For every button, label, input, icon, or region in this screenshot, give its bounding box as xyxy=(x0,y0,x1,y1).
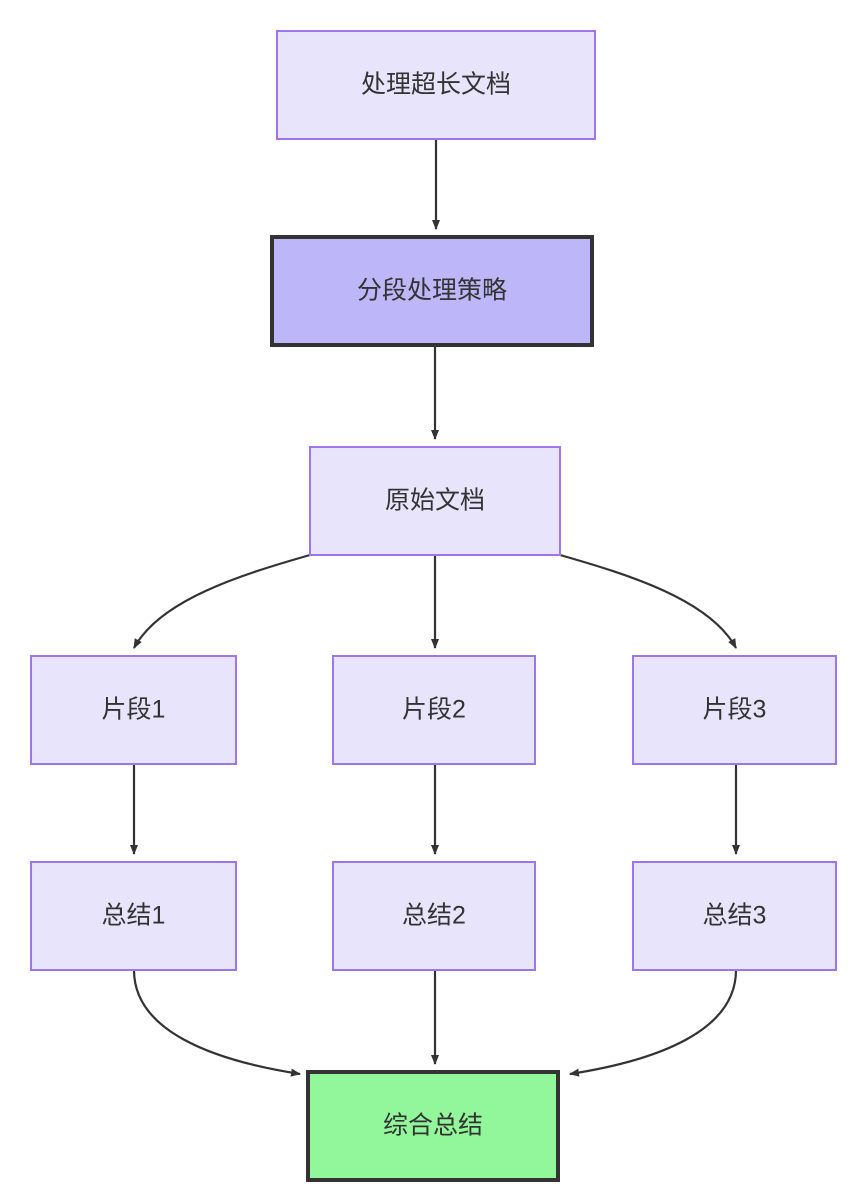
node-n5[interactable]: 片段2 xyxy=(332,655,536,765)
node-label-n5: 片段2 xyxy=(402,696,466,724)
node-box-n9[interactable] xyxy=(632,861,837,971)
node-label-n3: 原始文档 xyxy=(385,487,485,515)
edge-n7-to-n10 xyxy=(132,969,301,1077)
node-n7[interactable]: 总结1 xyxy=(30,861,237,971)
node-box-n8[interactable] xyxy=(332,861,536,971)
node-n8[interactable]: 总结2 xyxy=(332,861,536,971)
node-label-n7: 总结1 xyxy=(102,902,166,930)
edge-n3-to-n6 xyxy=(559,553,737,649)
node-label-n8: 总结2 xyxy=(402,902,466,930)
node-box-n10[interactable] xyxy=(306,1070,560,1182)
edge-n3-to-n4 xyxy=(133,553,311,649)
node-label-n9: 总结3 xyxy=(703,902,767,930)
node-box-n7[interactable] xyxy=(30,861,237,971)
node-n6[interactable]: 片段3 xyxy=(632,655,837,765)
node-n2[interactable]: 分段处理策略 xyxy=(270,235,594,347)
node-n3[interactable]: 原始文档 xyxy=(309,446,561,556)
node-label-n4: 片段1 xyxy=(102,696,166,724)
node-box-n3[interactable] xyxy=(309,446,561,556)
node-label-n10: 综合总结 xyxy=(383,1112,483,1140)
node-box-n2[interactable] xyxy=(270,235,594,347)
node-n10[interactable]: 综合总结 xyxy=(306,1070,560,1182)
node-n9[interactable]: 总结3 xyxy=(632,861,837,971)
node-box-n5[interactable] xyxy=(332,655,536,765)
edges-layer xyxy=(130,139,740,1077)
node-label-n2: 分段处理策略 xyxy=(357,277,507,305)
node-box-n4[interactable] xyxy=(30,655,237,765)
node-label-n6: 片段3 xyxy=(703,696,767,724)
node-n4[interactable]: 片段1 xyxy=(30,655,237,765)
node-box-n6[interactable] xyxy=(632,655,837,765)
node-n1[interactable]: 处理超长文档 xyxy=(276,30,596,140)
node-box-n1[interactable] xyxy=(276,30,596,140)
edge-n9-to-n10 xyxy=(569,969,738,1077)
node-label-n1: 处理超长文档 xyxy=(361,71,511,99)
